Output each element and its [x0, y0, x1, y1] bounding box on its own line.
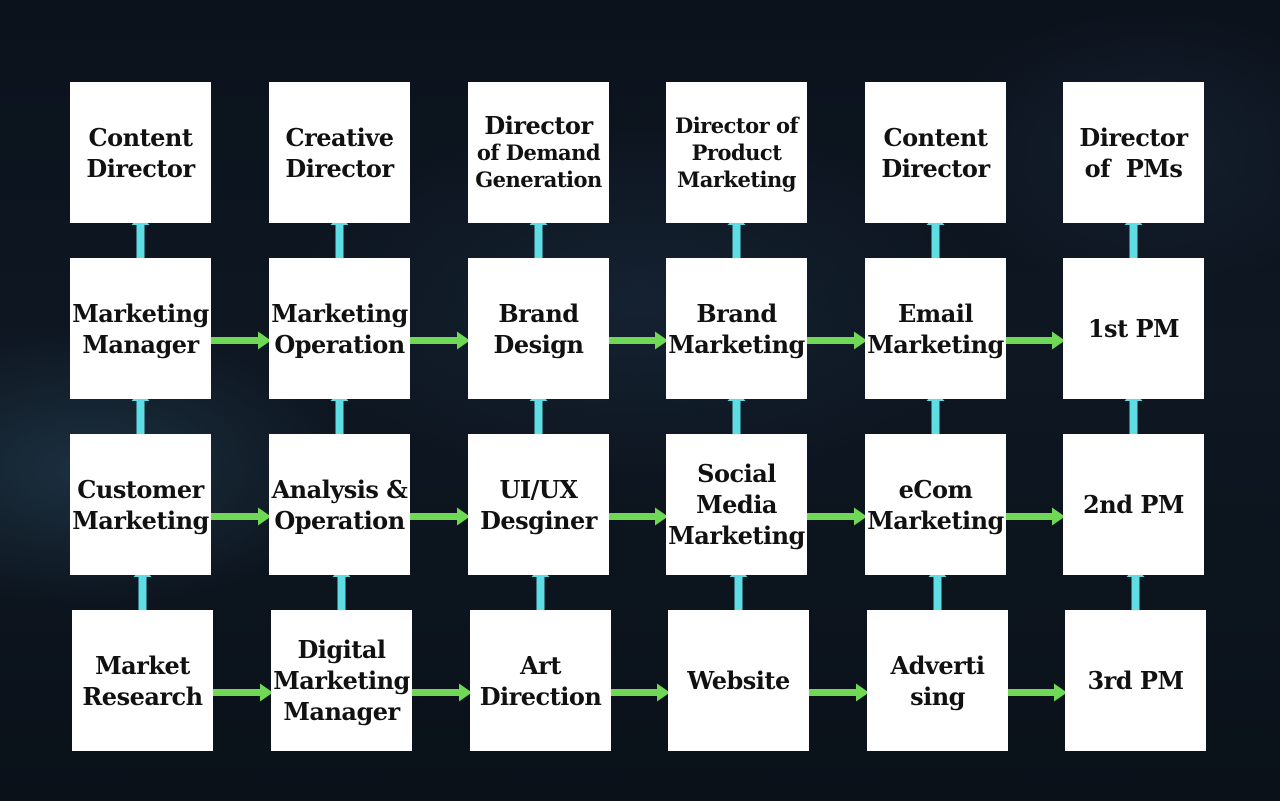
node-label-line: eCom — [898, 474, 973, 504]
arrow-right-digital-marketing-manager-to-art-direction — [410, 683, 472, 702]
node-label-line: Market — [95, 650, 190, 680]
arrow-right-brand-design-to-brand-marketing — [607, 331, 668, 350]
node-label-line: Marketing — [867, 329, 1004, 359]
node-label-line: 2nd PM — [1083, 490, 1184, 519]
node-label-line: Media — [696, 490, 777, 519]
node-website: Website — [668, 610, 809, 751]
arrow-right-marketing-operation-to-brand-design — [408, 331, 470, 350]
node-label-line: Marketing — [677, 167, 796, 192]
node-label-line: of PMs — [1084, 153, 1183, 183]
node-label-line: Analysis & — [271, 474, 408, 504]
arrow-right-email-marketing-to-first-pm — [1004, 331, 1065, 350]
node-label-line: Adverti — [890, 650, 985, 680]
node-label-line: Director — [484, 111, 593, 140]
node-label-line: Marketing — [271, 298, 408, 328]
node-label-line: Generation — [475, 167, 602, 192]
arrow-right-market-research-to-digital-marketing-manager — [211, 683, 273, 702]
node-label-line: UI/UX — [499, 474, 578, 504]
arrow-right-ui-ux-designer-to-social-media-marketing — [607, 507, 668, 526]
node-label-line: Marketing — [273, 666, 410, 695]
node-label-line: Customer — [77, 474, 204, 504]
arrow-right-customer-marketing-to-analysis-operation — [209, 507, 271, 526]
node-label-line: of Demand — [476, 140, 601, 165]
node-label-line: Operation — [274, 329, 405, 359]
arrow-right-analysis-operation-to-ui-ux-designer — [408, 507, 470, 526]
node-label-line: Operation — [274, 505, 405, 535]
arrow-right-marketing-manager-to-marketing-operation — [209, 331, 271, 350]
arrow-right-advertising-to-third-pm — [1006, 683, 1067, 702]
node-label-line: Director — [285, 153, 394, 183]
node-label-line: Director — [1079, 122, 1188, 152]
node-label-line: 3rd PM — [1087, 666, 1184, 695]
node-label-line: Director — [86, 153, 195, 183]
node-label-line: Product — [691, 140, 782, 165]
node-label-line: Research — [82, 681, 203, 711]
node-first-pm: 1st PM — [1063, 258, 1204, 399]
node-label-line: Art — [520, 650, 561, 680]
node-label-line: Desginer — [480, 505, 597, 535]
node-label-line: Marketing — [867, 505, 1004, 535]
arrow-right-art-direction-to-website — [609, 683, 670, 702]
node-analysis-operation: Analysis &Operation — [269, 434, 410, 575]
arrow-right-social-media-marketing-to-ecom-marketing — [805, 507, 867, 526]
node-second-pm: 2nd PM — [1063, 434, 1204, 575]
node-label-line: Email — [898, 298, 973, 328]
node-label-line: Director of — [674, 113, 799, 138]
node-label-line: 1st PM — [1087, 314, 1180, 343]
node-label-line: Brand — [696, 298, 777, 328]
node-label-line: Content — [88, 122, 193, 152]
node-label-line: Marketing — [72, 298, 209, 328]
node-label-line: Marketing — [668, 329, 805, 359]
node-label-line: Marketing — [668, 521, 805, 550]
arrow-right-website-to-advertising — [807, 683, 869, 702]
node-label-line: Digital — [297, 635, 386, 664]
node-third-pm: 3rd PM — [1065, 610, 1206, 751]
node-label-line: sing — [910, 681, 965, 711]
node-label-line: Director — [881, 153, 990, 183]
node-label-line: Creative — [285, 122, 394, 152]
node-label-line: Direction — [479, 681, 602, 711]
arrow-right-ecom-marketing-to-second-pm — [1004, 507, 1065, 526]
node-label-line: Manager — [283, 697, 400, 726]
node-label-line: Brand — [498, 298, 579, 328]
node-label-line: Manager — [82, 329, 199, 359]
node-label-line: Marketing — [72, 505, 209, 535]
arrow-right-brand-marketing-to-email-marketing — [805, 331, 867, 350]
node-label-line: Content — [883, 122, 988, 152]
node-label-line: Design — [493, 329, 584, 359]
node-label-line: Social — [697, 459, 776, 488]
node-label-line: Website — [687, 666, 790, 695]
